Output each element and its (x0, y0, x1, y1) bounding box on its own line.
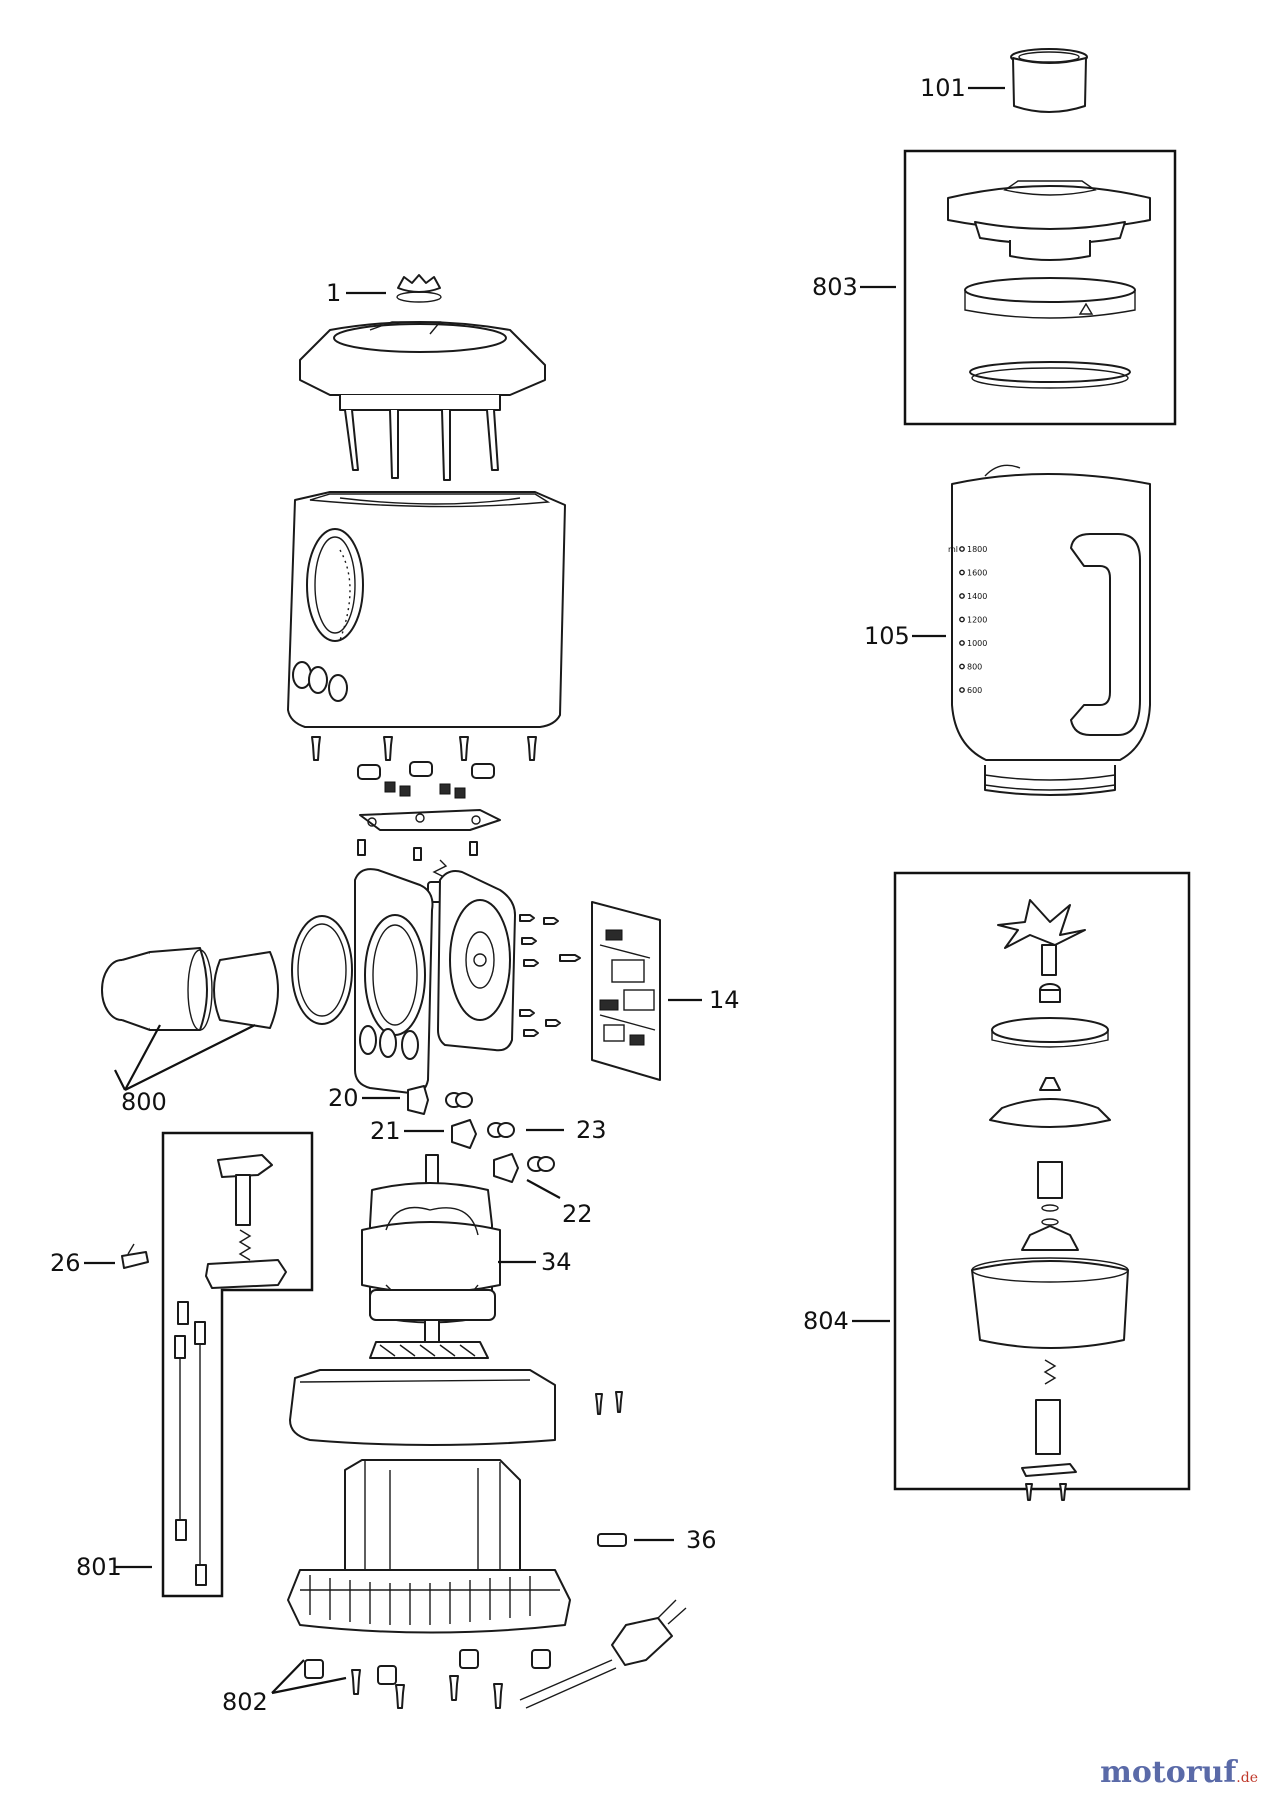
callout-21: 21 (370, 1117, 401, 1145)
panel-screws (519, 914, 581, 1037)
callout-804: 804 (803, 1307, 849, 1335)
jar-scale-mark (959, 593, 965, 599)
jar-scale-mark (959, 616, 965, 623)
callout-101: 101 (920, 74, 966, 102)
jar-scale-label: 800 (967, 663, 982, 672)
jar-scale-label: 1200 (967, 616, 987, 625)
callout-105: 105 (864, 622, 910, 650)
callout-36: 36 (686, 1526, 717, 1554)
callout-22: 22 (562, 1200, 593, 1228)
part-34-motor (361, 1154, 501, 1359)
part-internal-panel (437, 870, 516, 1052)
group-box-803 (903, 149, 1177, 426)
callout-26: 26 (50, 1249, 81, 1277)
leader-lines (84, 86, 1005, 1695)
part-801-switch-shaft (174, 1154, 287, 1586)
part-804-blade-assembly (971, 899, 1129, 1501)
jar-scale-mark (959, 640, 965, 646)
watermark-name: motoruf (1100, 1755, 1237, 1790)
part-base (287, 1459, 571, 1634)
callout-801: 801 (76, 1553, 122, 1581)
watermark-suffix: .de (1236, 1770, 1258, 1786)
group-box-804 (893, 871, 1191, 1491)
jar-scale-mark (959, 546, 965, 552)
part-base-top-plate (299, 321, 546, 481)
part-housing (287, 491, 566, 728)
part-802-feet-screws (304, 1649, 551, 1709)
callout-labels: 101 803 1 105 14 800 20 21 23 22 26 34 8… (50, 74, 966, 1716)
part-26-microswitch (121, 1243, 149, 1269)
part-800-dial-assembly (101, 915, 353, 1031)
part-14-pcb (591, 901, 661, 1081)
group-box-801 (161, 1131, 314, 1598)
callout-20: 20 (328, 1084, 359, 1112)
housing-screws (311, 736, 537, 761)
part-1-knob (396, 274, 442, 303)
part-105-jar: ml 1800 1600 1400 1200 1000 800 600 (948, 464, 1151, 796)
jar-volume-scale: ml 1800 1600 1400 1200 1000 800 600 (948, 545, 987, 695)
jar-scale-label: 600 (967, 686, 982, 695)
parts-knobs-springs (407, 1085, 555, 1183)
jar-scale-label: 1800 (967, 545, 987, 554)
part-36-cable-clamp (595, 1391, 627, 1547)
bumper-parts (357, 761, 495, 799)
part-power-cord (519, 1599, 687, 1709)
jar-scale-label: 1600 (967, 569, 987, 578)
callout-1: 1 (326, 279, 341, 307)
callout-14: 14 (709, 986, 740, 1014)
callout-34: 34 (541, 1248, 572, 1276)
callout-23: 23 (576, 1116, 607, 1144)
callout-800: 800 (121, 1088, 167, 1116)
callout-802: 802 (222, 1688, 268, 1716)
jar-scale-label: 1400 (967, 592, 987, 601)
watermark-logo: motoruf.de (1100, 1755, 1258, 1790)
jar-scale-unit: ml (948, 545, 958, 554)
jar-scale-label: 1000 (967, 639, 987, 648)
jar-scale-mark (959, 687, 965, 693)
part-101-lid-cap (1010, 48, 1088, 113)
part-803-lid-assembly (947, 180, 1151, 389)
jar-scale-mark (959, 569, 965, 576)
part-motor-housing-cover (289, 1369, 556, 1446)
jar-scale-mark (959, 663, 965, 670)
callout-803: 803 (812, 273, 858, 301)
part-front-panel (354, 868, 434, 1095)
